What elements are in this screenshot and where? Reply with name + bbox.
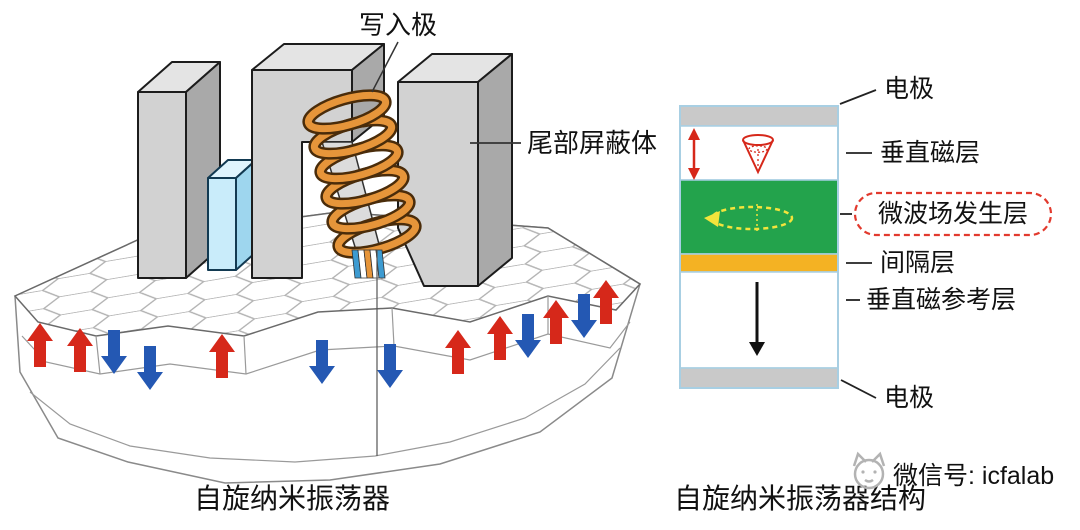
label-perpendicular-magnetic: 垂直磁层	[880, 139, 980, 167]
media-platform	[13, 211, 642, 484]
write-pole-label: 写入极	[359, 10, 437, 40]
precession-cone-icon	[742, 134, 774, 175]
double-arrow-icon	[688, 128, 700, 180]
trailing-shield-label: 尾部屏蔽体	[527, 128, 657, 158]
watermark-logo-icon	[852, 451, 886, 490]
layer-electrode-top	[679, 105, 839, 127]
label-perpendicular-reference: 垂直磁参考层	[866, 286, 1016, 314]
stack-outline	[679, 105, 839, 389]
reader-slab	[207, 159, 257, 271]
caption-right-figure: 自旋纳米振荡器结构	[674, 483, 926, 514]
pole-tip	[351, 249, 386, 279]
in-plane-precession-icon	[704, 204, 794, 232]
caption-left-figure: 自旋纳米振荡器	[194, 483, 390, 514]
layer-microwave-field-generating	[679, 179, 839, 255]
write-coil	[302, 89, 422, 259]
stack-leader-lines	[839, 89, 877, 399]
label-electrode-top: 电极	[884, 75, 934, 103]
trailing-shield-block	[397, 53, 513, 287]
label-spacer: 间隔层	[880, 249, 955, 277]
write-pole-leader-line	[371, 41, 399, 93]
layer-electrode-bottom	[679, 367, 839, 389]
label-electrode-bottom: 电极	[884, 384, 934, 412]
label-microwave-field-generating: 微波场发生层	[878, 200, 1028, 228]
layer-stack	[679, 105, 839, 389]
coil-turn	[304, 91, 390, 133]
layer-spacer	[679, 253, 839, 273]
watermark: 微信号: icfalab	[852, 451, 1054, 490]
watermark-text: 微信号: icfalab	[893, 462, 1054, 490]
reference-down-arrow-icon	[749, 282, 765, 356]
layer-perpendicular-reference	[679, 271, 839, 369]
